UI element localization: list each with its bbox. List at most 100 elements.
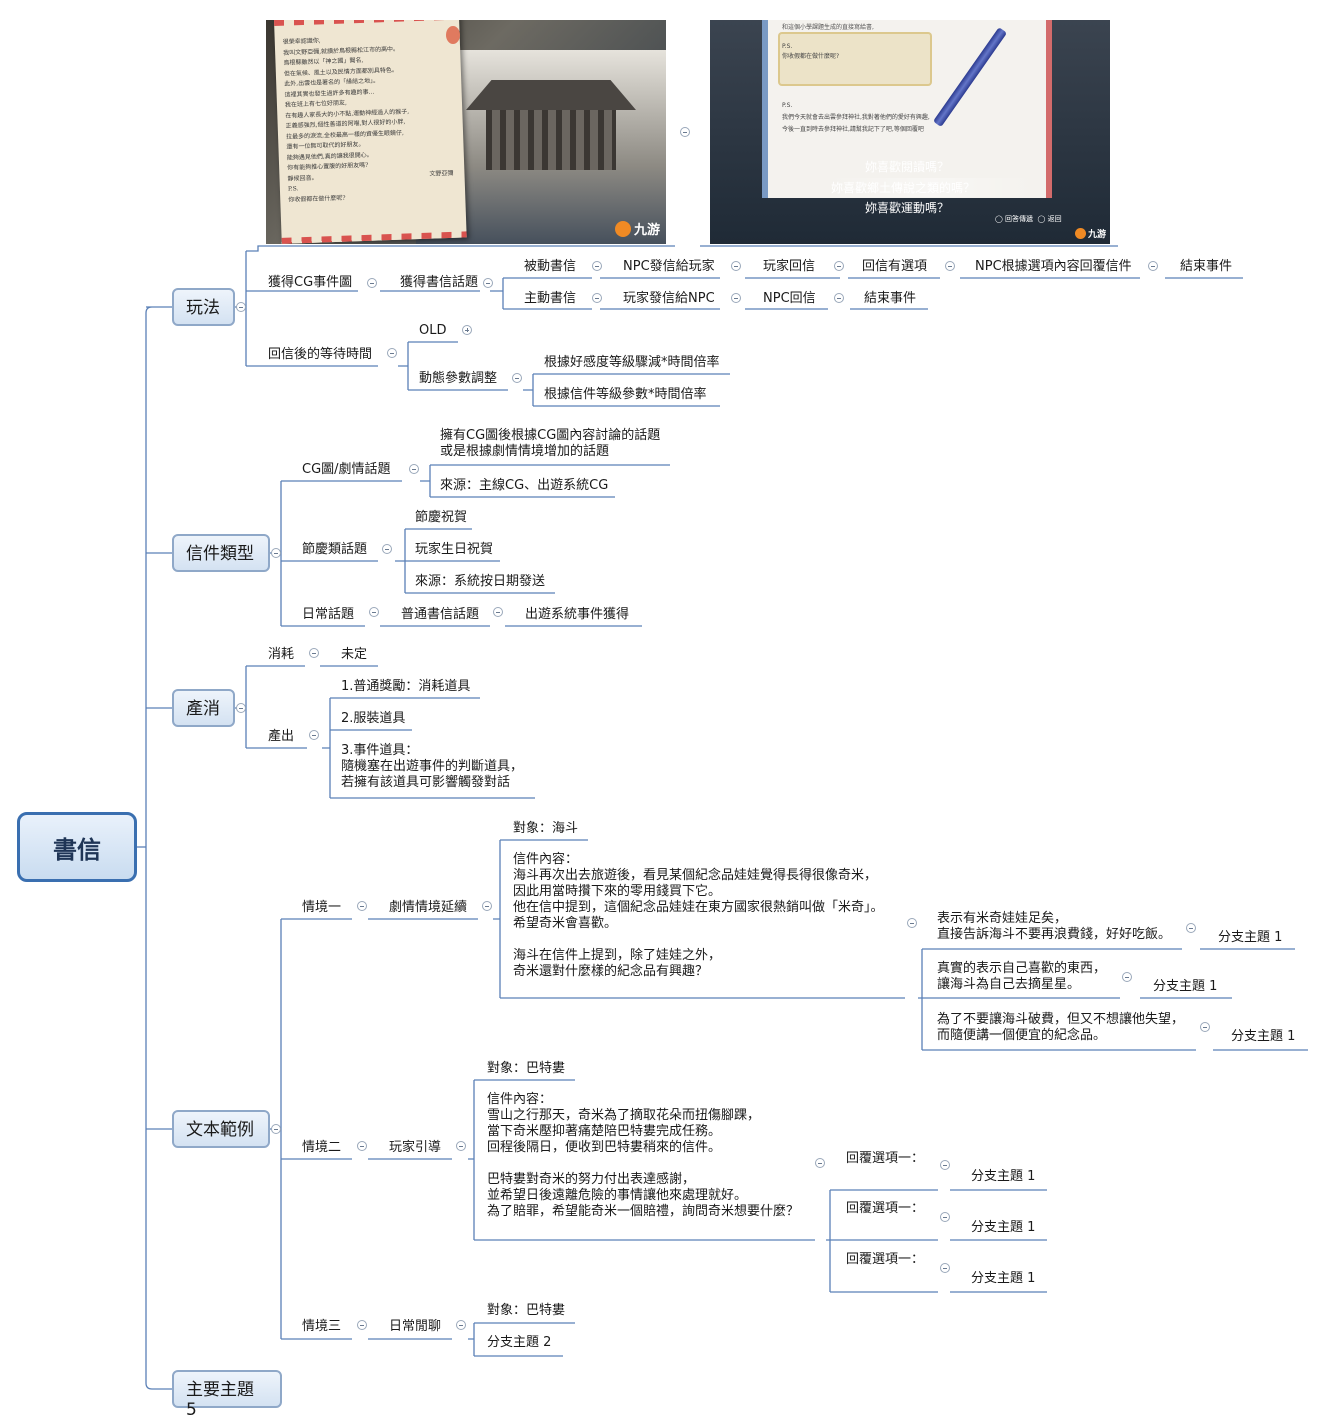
collapse-toggle[interactable]	[382, 544, 392, 554]
main-topic-5[interactable]: 主要主題 5	[172, 1370, 282, 1420]
collapse-toggle[interactable]	[482, 901, 492, 911]
node-passive-letter[interactable]: 被動書信	[524, 259, 577, 274]
node-holiday-topic[interactable]: 節慶類話題	[302, 542, 368, 557]
collapse-toggle[interactable]	[309, 730, 319, 740]
collapse-toggle[interactable]	[387, 348, 397, 358]
collapse-toggle[interactable]	[1122, 972, 1132, 982]
node-scenario-1-reply-1[interactable]: 表示有米奇娃娃足矣， 直接告訴海斗不要再浪費錢，好好吃飯。	[937, 911, 1172, 942]
main-topic-gameplay[interactable]: 玩法	[172, 288, 235, 326]
node-player-reply[interactable]: 玩家回信	[763, 259, 816, 274]
node-scenario-1-sub-3[interactable]: 分支主題 1	[1231, 1029, 1296, 1044]
node-scenario-1-target[interactable]: 對象：海斗	[513, 821, 579, 836]
node-dynamic-params[interactable]: 動態參數調整	[419, 371, 498, 386]
node-scenario-2-sub-1[interactable]: 分支主題 1	[971, 1169, 1036, 1184]
expand-toggle[interactable]	[462, 325, 472, 335]
node-scenario-2-sub-3[interactable]: 分支主題 1	[971, 1271, 1036, 1286]
node-player-sends[interactable]: 玩家發信給NPC	[623, 291, 715, 306]
collapse-toggle[interactable]	[456, 1320, 466, 1330]
collapse-toggle[interactable]	[236, 302, 246, 312]
node-cg-source[interactable]: 來源：主線CG、出遊系統CG	[440, 478, 609, 493]
node-daily-2[interactable]: 出遊系統事件獲得	[525, 607, 630, 622]
node-scenario-2-content[interactable]: 信件內容： 雪山之行那天，奇米為了摘取花朵而扭傷腳踝， 當下奇米壓抑著痛楚陪巴特…	[487, 1092, 800, 1219]
node-daily-topic[interactable]: 日常話題	[302, 607, 355, 622]
node-end-event-2[interactable]: 結束事件	[864, 291, 917, 306]
node-scenario-1[interactable]: 情境一	[302, 900, 342, 915]
collapse-toggle[interactable]	[409, 464, 419, 474]
collapse-toggle[interactable]	[834, 261, 844, 271]
collapse-toggle[interactable]	[271, 548, 281, 558]
reply-option-2[interactable]: 妳喜歡鄉土傳說之類的嗎？	[825, 178, 1037, 197]
collapse-toggle[interactable]	[236, 703, 246, 713]
node-produce-2[interactable]: 2.服裝道具	[341, 711, 406, 726]
reply-option-3[interactable]: 妳喜歡運動嗎？	[865, 201, 950, 215]
collapse-toggle[interactable]	[512, 373, 522, 383]
main-topic-letter-types[interactable]: 信件類型	[172, 534, 270, 572]
node-daily-1[interactable]: 普通書信話題	[401, 607, 480, 622]
collapse-toggle[interactable]	[369, 607, 379, 617]
node-scenario-3-sub[interactable]: 分支主題 2	[487, 1335, 552, 1350]
node-wait-time[interactable]: 回信後的等待時間	[268, 347, 373, 362]
node-end-event[interactable]: 結束事件	[1180, 259, 1233, 274]
node-get-letter-topic[interactable]: 獲得書信話題	[400, 275, 479, 290]
node-scenario-1-sub-1[interactable]: 分支主題 1	[1218, 930, 1283, 945]
collapse-toggle[interactable]	[592, 293, 602, 303]
reply-option-1[interactable]: 妳喜歡閱讀嗎？	[865, 160, 950, 174]
collapse-toggle[interactable]	[357, 1320, 367, 1330]
node-get-cg-event[interactable]: 獲得CG事件圖	[268, 275, 353, 290]
node-npc-reply[interactable]: NPC回信	[763, 291, 816, 306]
node-scenario-2-reply-1[interactable]: 回覆選項一：	[846, 1151, 925, 1166]
node-scenario-2-type[interactable]: 玩家引導	[389, 1140, 442, 1155]
main-topic-economy[interactable]: 產消	[172, 689, 235, 727]
node-holiday-3[interactable]: 來源：系統按日期發送	[415, 574, 546, 589]
collapse-toggle[interactable]	[907, 918, 917, 928]
collapse-toggle[interactable]	[940, 1263, 950, 1273]
node-scenario-3[interactable]: 情境三	[302, 1319, 342, 1334]
collapse-toggle[interactable]	[1148, 261, 1158, 271]
collapse-toggle[interactable]	[483, 278, 493, 288]
collapse-toggle[interactable]	[731, 261, 741, 271]
node-produce-3[interactable]: 3.事件道具： 隨機塞在出遊事件的判斷道具， 若擁有該道具可影響觸發對話	[341, 743, 524, 790]
collapse-toggle[interactable]	[357, 901, 367, 911]
collapse-toggle[interactable]	[1186, 923, 1196, 933]
node-npc-response[interactable]: NPC根據選項內容回覆信件	[975, 259, 1132, 274]
collapse-toggle[interactable]	[815, 1158, 825, 1168]
collapse-toggle[interactable]	[940, 1160, 950, 1170]
node-old[interactable]: OLD	[419, 323, 447, 338]
node-consume-value[interactable]: 未定	[341, 647, 368, 662]
collapse-toggle[interactable]	[834, 293, 844, 303]
collapse-toggle[interactable]	[271, 1124, 281, 1134]
collapse-toggle[interactable]	[456, 1141, 466, 1151]
node-scenario-1-content[interactable]: 信件內容： 海斗再次出去旅遊後，看見某個紀念品娃娃覺得長得很像奇米， 因此用當時…	[513, 852, 884, 979]
node-reply-options[interactable]: 回信有選項	[862, 259, 928, 274]
node-scenario-1-type[interactable]: 劇情情境延續	[389, 900, 468, 915]
node-dynamic-1[interactable]: 根據好感度等級驟減*時間倍率	[544, 355, 720, 370]
node-holiday-2[interactable]: 玩家生日祝賀	[415, 542, 494, 557]
main-topic-text-examples[interactable]: 文本範例	[172, 1110, 270, 1148]
collapse-toggle[interactable]	[1200, 1022, 1210, 1032]
collapse-toggle[interactable]	[945, 261, 955, 271]
node-scenario-2-sub-2[interactable]: 分支主題 1	[971, 1220, 1036, 1235]
node-npc-sends[interactable]: NPC發信給玩家	[623, 259, 715, 274]
node-produce-1[interactable]: 1.普通獎勵：消耗道具	[341, 679, 471, 694]
collapse-toggle[interactable]	[680, 127, 690, 137]
node-active-letter[interactable]: 主動書信	[524, 291, 577, 306]
collapse-toggle[interactable]	[357, 1141, 367, 1151]
node-scenario-3-target[interactable]: 對象：巴特婁	[487, 1303, 566, 1318]
node-cg-desc[interactable]: 擁有CG圖後根據CG圖內容討論的話題 或是根據劇情情境增加的話題	[440, 428, 661, 459]
collapse-toggle[interactable]	[731, 293, 741, 303]
node-scenario-2-reply-3[interactable]: 回覆選項一：	[846, 1252, 925, 1267]
node-holiday-1[interactable]: 節慶祝賀	[415, 510, 468, 525]
node-scenario-2-reply-2[interactable]: 回覆選項一：	[846, 1201, 925, 1216]
node-produce[interactable]: 產出	[268, 729, 295, 744]
node-consume[interactable]: 消耗	[268, 647, 295, 662]
node-scenario-2-target[interactable]: 對象：巴特婁	[487, 1061, 566, 1076]
collapse-toggle[interactable]	[493, 607, 503, 617]
node-scenario-2[interactable]: 情境二	[302, 1140, 342, 1155]
node-scenario-1-reply-2[interactable]: 真實的表示自己喜歡的東西， 讓海斗為自己去摘星星。	[937, 961, 1107, 992]
collapse-toggle[interactable]	[367, 278, 377, 288]
node-scenario-1-reply-3[interactable]: 為了不要讓海斗破費，但又不想讓他失望， 而隨便講一個便宜的紀念品。	[937, 1012, 1185, 1043]
collapse-toggle[interactable]	[309, 648, 319, 658]
node-cg-topic[interactable]: CG圖/劇情話題	[302, 462, 391, 477]
node-dynamic-2[interactable]: 根據信件等級參數*時間倍率	[544, 387, 707, 402]
root-topic[interactable]: 書信	[17, 812, 137, 882]
